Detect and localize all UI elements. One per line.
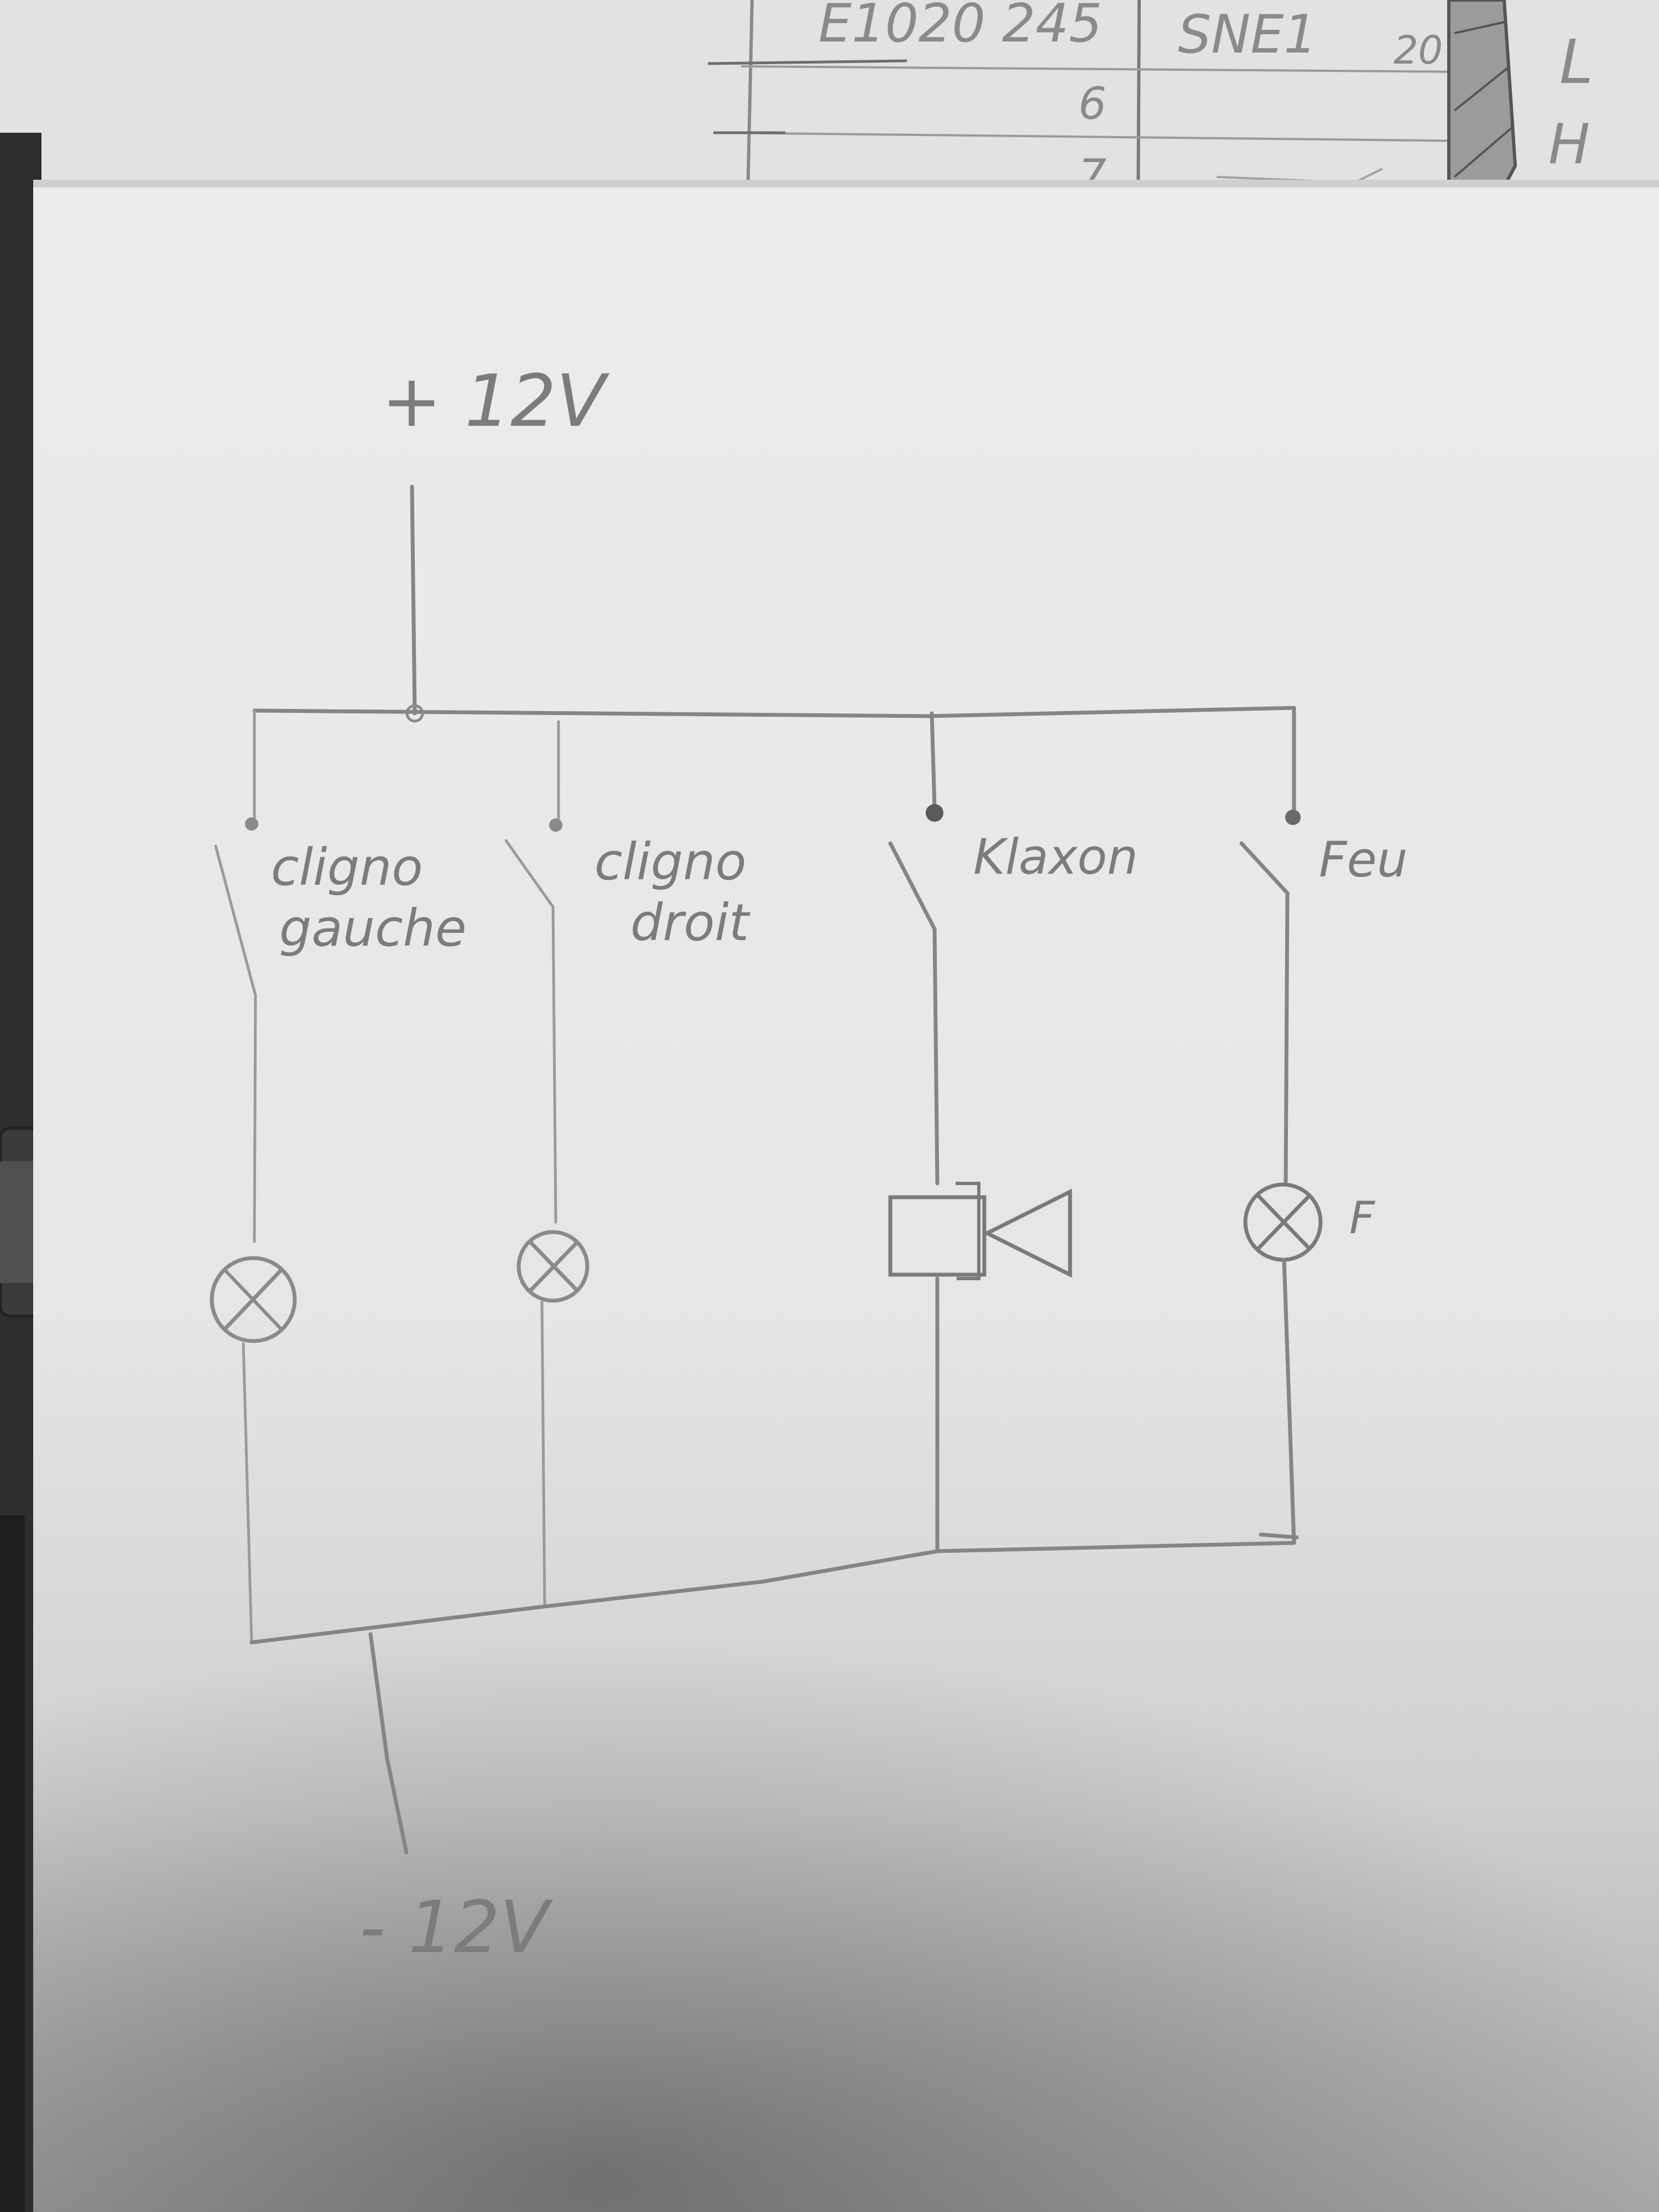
- label-negative-supply: - 12V: [359, 1885, 554, 1969]
- branch4-lamp-label: F: [1349, 1192, 1375, 1244]
- branch2-label-line1: cligno: [594, 832, 747, 891]
- branch3-switch-blade: [888, 841, 937, 931]
- side-letter-h: H: [1548, 112, 1590, 176]
- branch-cligno-gauche: cligno gauche: [210, 709, 467, 1644]
- branch1-wire-to-lamp: [253, 994, 257, 1243]
- branch4-wire-to-lamp: [1284, 891, 1290, 1186]
- paper-shadow: [33, 1438, 1659, 2212]
- branch2-switch-blade: [504, 839, 555, 909]
- branch1-label-line1: cligno: [271, 838, 423, 897]
- branch-feu: Feu F: [1239, 706, 1408, 1545]
- binder-bottom: [0, 1515, 25, 2212]
- branch3-switch-contact: [926, 804, 943, 822]
- branch-cligno-droit: cligno droit: [504, 720, 750, 1608]
- branch2-wire-to-lamp: [551, 905, 557, 1224]
- branch3-top-drop: [930, 711, 937, 810]
- back-sheet-col3: 20: [1394, 28, 1443, 73]
- side-letter-l: L: [1559, 27, 1593, 97]
- top-bus-wire: [252, 706, 1296, 718]
- lamp-icon: [210, 1256, 297, 1343]
- branch1-wire-to-ground: [242, 1342, 253, 1644]
- horn-icon: [888, 1182, 1072, 1280]
- branch4-label: Feu: [1319, 831, 1408, 888]
- back-sheet-code: E1020 245: [818, 0, 1102, 54]
- branch1-label-line2: gauche: [279, 899, 467, 958]
- back-sheet-row-6: 6: [1078, 78, 1107, 129]
- branch2-wire-to-ground: [540, 1301, 546, 1608]
- branch-klaxon: Klaxon: [888, 711, 1138, 1553]
- circuit-diagram: + 12V - 12V cligno gauche: [210, 359, 1408, 1969]
- branch3-wire-to-horn: [932, 927, 940, 1186]
- negative-feed-wire: [368, 1632, 409, 1855]
- branch4-wire-to-ground: [1282, 1258, 1296, 1545]
- lamp-icon: [517, 1230, 589, 1303]
- branch3-label: Klaxon: [973, 828, 1138, 885]
- back-sheet-col2: SNE1: [1178, 4, 1317, 65]
- positive-feed-wire: [410, 484, 417, 716]
- bottom-bus-wire: [249, 1541, 1296, 1645]
- branch2-switch-contact: [549, 818, 562, 832]
- branch1-switch-blade: [214, 844, 257, 997]
- branch4-switch-contact: [1285, 810, 1301, 825]
- bottom-bus-right-stub: [1259, 1532, 1299, 1540]
- paper-top-edge-shadow: [33, 180, 1659, 187]
- branch2-label-line2: droit: [630, 893, 750, 952]
- branch4-switch-blade: [1239, 841, 1290, 895]
- label-positive-supply: + 12V: [382, 359, 610, 443]
- branch1-switch-contact: [245, 817, 258, 831]
- lamp-icon: [1243, 1182, 1323, 1262]
